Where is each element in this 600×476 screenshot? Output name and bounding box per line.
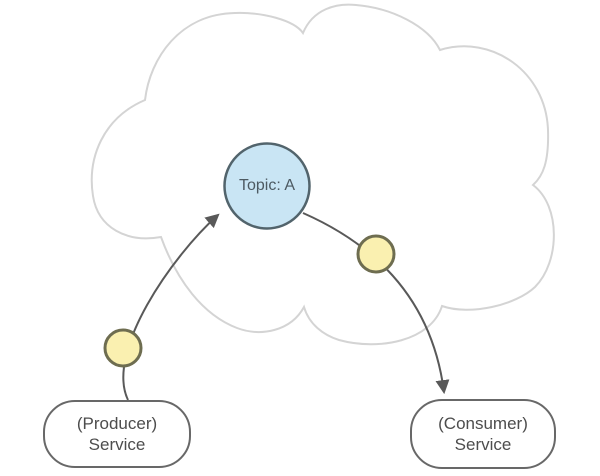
consumer-label-line2: Service [454,435,512,454]
message-event-node-right [356,234,396,274]
producer-label-line1: (Producer) [76,414,158,433]
producer-to-topic-arrow [122,213,220,401]
producer-label-line2: Service [88,435,146,454]
topic-circle [223,142,311,230]
cloud-shape [90,3,555,346]
topic-to-consumer-arrow [302,212,450,395]
message-event-node-left [103,328,143,368]
consumer-label-line1: (Consumer) [438,414,528,433]
producer-service-box: (Producer) Service [43,400,191,468]
consumer-service-box: (Consumer) Service [410,399,556,469]
